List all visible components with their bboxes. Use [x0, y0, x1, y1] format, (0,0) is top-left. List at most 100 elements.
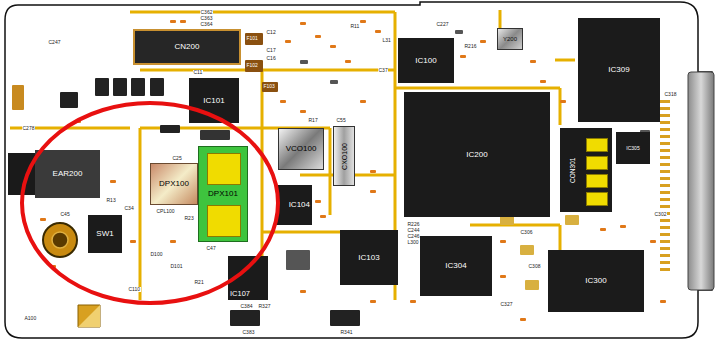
component-box: IC100 [398, 38, 454, 83]
connector-pin [660, 184, 670, 187]
part-label: F102 [246, 63, 258, 68]
smd-part [170, 240, 176, 243]
smd-parts [12, 20, 666, 326]
smd-part [95, 78, 109, 96]
board-outline [5, 2, 712, 338]
part-label: C363 [200, 16, 213, 21]
part-label: C227 [436, 22, 449, 27]
part-name: DPX101 [208, 190, 238, 198]
component-box: IC107 [228, 256, 268, 300]
part-name: DPX100 [159, 180, 189, 188]
smd-part [320, 215, 326, 218]
trace [139, 128, 142, 300]
component-box: IC309 [578, 18, 660, 122]
solder-pad [586, 138, 608, 152]
smd-part [600, 228, 606, 231]
smd-part [110, 180, 116, 183]
part-name: IC309 [608, 66, 629, 74]
smd-part [500, 275, 506, 278]
smd-part [300, 110, 306, 113]
part-name: IC104 [289, 201, 310, 209]
smd-part [262, 82, 278, 92]
part-name: SW1 [96, 230, 113, 238]
part-label: CPL100 [156, 209, 175, 214]
part-label: C246 [407, 234, 420, 239]
connector-pin [660, 247, 670, 250]
part-name: IC300 [585, 277, 606, 285]
connector-pin [660, 100, 670, 103]
trace [555, 59, 575, 62]
smd-part [330, 310, 360, 326]
trace [140, 69, 395, 72]
smd-part [370, 170, 376, 173]
part-label: C17 [266, 48, 276, 53]
connector-pin [660, 142, 670, 145]
smd-part [455, 30, 463, 34]
part-name: IC103 [358, 254, 379, 262]
part-label: A100 [24, 316, 37, 321]
part-name: IC107 [230, 290, 250, 298]
smd-part [160, 125, 180, 133]
trace [559, 88, 562, 125]
smd-part [170, 20, 176, 23]
smd-part [660, 300, 666, 303]
smd-part [460, 55, 466, 58]
smd-part [480, 40, 486, 43]
smd-part [650, 240, 656, 243]
part-label: R23 [184, 216, 194, 221]
part-label: C37 [378, 68, 388, 73]
component-box: SW1 [88, 215, 122, 253]
part-name: Y200 [503, 36, 517, 42]
part-name: CN200 [175, 43, 200, 51]
trace [130, 11, 395, 14]
part-label: C244 [407, 228, 420, 233]
connector-pin [660, 205, 670, 208]
highlight-ring [22, 103, 278, 303]
component-box: Y200 [497, 28, 523, 50]
connector-pin [660, 240, 670, 243]
connector-pin [660, 163, 670, 166]
smd-part [200, 130, 230, 140]
smd-part [12, 85, 24, 110]
copper-traces [10, 10, 575, 310]
smd-part [150, 78, 164, 96]
component-box: IC300 [548, 250, 644, 312]
connector-pin [660, 135, 670, 138]
smd-part [315, 35, 321, 38]
part-label: D100 [150, 252, 163, 257]
connector-pin [660, 107, 670, 110]
part-label: C11 [193, 70, 203, 75]
smd-part [230, 310, 260, 326]
smd-part [565, 215, 579, 225]
gold-pad-highlight [78, 305, 100, 327]
part-label: C110 [128, 287, 141, 292]
connector-pin [660, 254, 670, 257]
component-box: CXO100 [333, 126, 355, 186]
mounting-hole-center [52, 232, 68, 248]
part-label: R341 [340, 330, 353, 335]
component-box: IC103 [340, 230, 398, 285]
trace [395, 87, 560, 90]
component-box: CN200 [133, 29, 241, 65]
part-label: C47 [206, 246, 216, 251]
part-label: C364 [200, 22, 213, 27]
part-label: R216 [464, 44, 477, 49]
connector-pin [660, 261, 670, 264]
connector-pin [660, 121, 670, 124]
connector-pin [660, 114, 670, 117]
trace [329, 128, 332, 215]
mounting-hole [43, 223, 77, 257]
component-box: DPX100 [150, 163, 198, 205]
smd-part [330, 45, 336, 48]
connector-pin [660, 128, 670, 131]
smd-part [500, 240, 506, 243]
part-name: IC100 [415, 57, 436, 65]
smd-part [375, 30, 381, 33]
part-label: D101 [170, 264, 183, 269]
part-label: C327 [500, 302, 513, 307]
connector-pin [660, 268, 670, 271]
connector-pin [660, 149, 670, 152]
smd-part [315, 200, 321, 203]
part-label: C278 [22, 126, 35, 131]
